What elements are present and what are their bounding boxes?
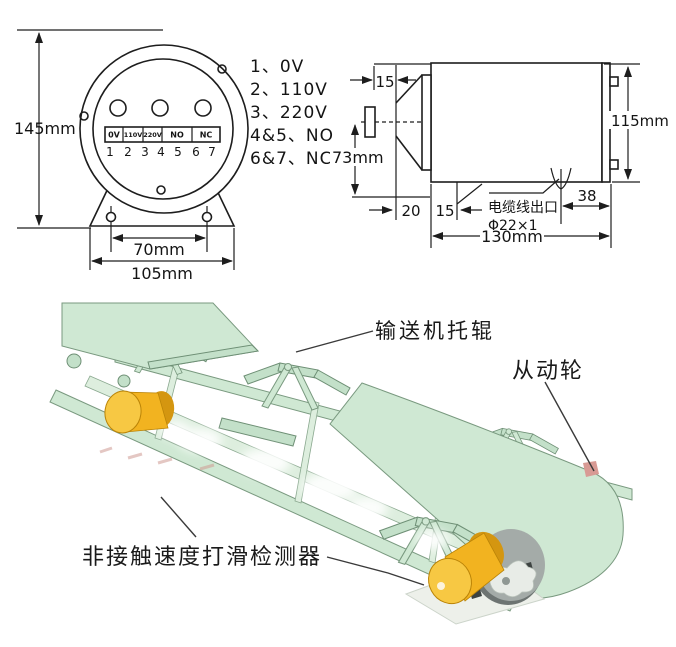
terminal-number-7: 7 [208,145,216,159]
dim-38-label: 38 [577,187,596,205]
cable-outlet-size-text: Φ22×1 [488,218,537,234]
face-hole-3 [194,99,212,117]
frame-brace [294,400,320,504]
sensing-cone [395,74,432,171]
dust-smudges [160,421,448,550]
belt-speckles [99,446,215,471]
flange-hole-bottom [156,185,166,195]
terminal-strip: 0V 110V 220V NO NC 1 2 3 4 5 6 7 [104,126,221,159]
label-detector: 非接触速度打滑检测器 [82,544,322,569]
dim-15-offset: 15 [435,182,483,220]
speed-sensor-right [428,531,505,605]
dim-105mm-label: 105mm [131,264,193,283]
legend-item-3: 3、220V [250,103,328,123]
dim-115mm: 115mm [604,63,669,183]
rear-screw-bottom [609,159,619,170]
dim-115mm-label: 115mm [611,112,669,130]
dim-70mm-label: 70mm [133,240,185,259]
dim-105mm: 105mm [89,228,235,283]
dim-70mm: 70mm [112,234,206,259]
terminal-label-0v: 0V [108,131,121,140]
pulley-edge-mark [583,461,599,477]
terminal-number-4: 4 [157,145,165,159]
terminal-number-5: 5 [174,145,182,159]
dim-145mm: 145mm [14,29,163,229]
rear-screw-top [609,76,619,87]
cable-outlet-label: 电缆线出口 Φ22×1 [488,178,560,234]
leader-detector-right [326,556,425,586]
terminal-label-no: NO [170,131,184,140]
dim-145mm-label: 145mm [14,119,76,138]
base-hole-right [201,211,213,223]
sensor-body [430,62,603,183]
label-driven-pulley: 从动轮 [512,358,584,383]
terminal-label-220v: 220V [143,131,162,139]
side-view-drawing: 15 73mm 20 15 38 [330,62,669,248]
front-view-drawing: 0V 110V 220V NO NC 1 2 3 4 5 6 7 145mm 7… [14,29,249,283]
dim-gap-15-label: 15 [375,73,394,91]
cable-outlet-text: 电缆线出口 [488,200,558,216]
dim-130mm: 130mm [430,184,610,248]
face-hole-2 [151,99,169,117]
belt-upper-section [61,302,260,370]
dim-38: 38 [562,184,612,248]
terminal-label-nc: NC [200,131,213,140]
leader-idler [295,330,374,353]
terminal-legend: 1、0V 2、110V 3、220V 4&5、NO 6&7、NC [250,57,334,169]
dim-15-offset-label: 15 [435,202,454,220]
roller-bearing [66,353,82,369]
base-hole-left [105,211,117,223]
dim-20-label: 20 [401,202,420,220]
belt-head-section [329,382,624,599]
conveyor-illustration: 输送机托辊 从动轮 非接触速度打滑检测器 [49,302,633,625]
dim-20: 20 [369,202,421,220]
flange-hole-left [79,111,89,121]
dim-gap-15: 15 [350,73,416,91]
legend-item-2: 2、110V [250,80,328,100]
rear-end-cap [601,62,611,183]
roller-bearing [117,374,131,388]
flange-hole-top [217,64,227,74]
terminal-number-3: 3 [141,145,149,159]
leader-driven-pulley [544,381,595,472]
dim-130mm-label: 130mm [481,227,543,246]
legend-item-1: 1、0V [250,57,304,77]
terminal-number-2: 2 [124,145,132,159]
terminal-label-110v: 110V [124,131,143,139]
leader-detector-left [160,496,197,538]
label-conveyor-idler: 输送机托辊 [375,319,495,343]
legend-item-4: 4&5、NO [250,126,334,146]
legend-item-5: 6&7、NC [250,149,332,169]
speed-sensor-left [104,390,175,434]
face-hole-1 [109,99,127,117]
dim-73mm-label: 73mm [332,148,384,167]
front-rail [49,389,517,612]
terminal-number-1: 1 [106,145,114,159]
detection-target [364,106,376,138]
return-roller [218,417,297,447]
terminal-number-6: 6 [192,145,200,159]
dim-73mm: 73mm [330,124,430,198]
